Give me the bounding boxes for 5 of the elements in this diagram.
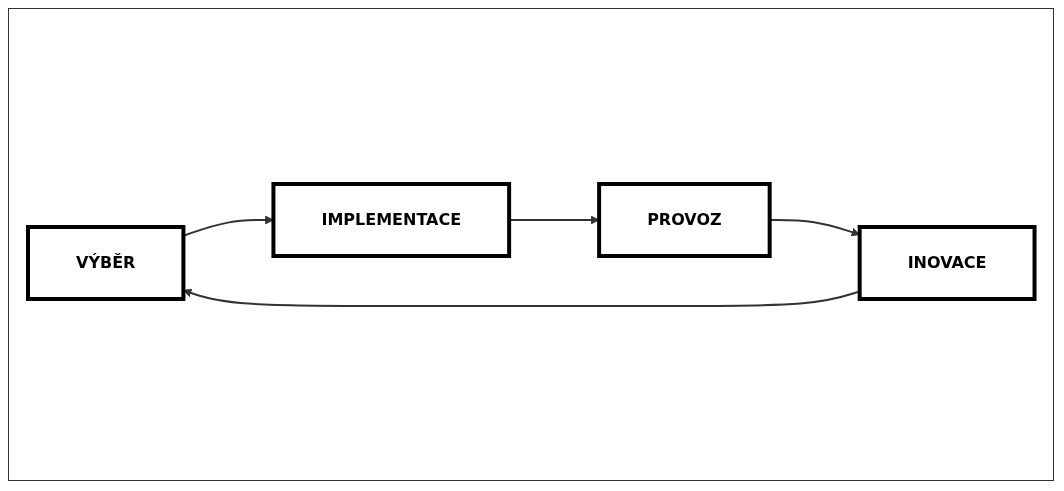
node-box <box>25 224 186 301</box>
diagram-frame: VÝBĚR IMPLEMENTACE PROVOZ INOVACE <box>8 8 1054 481</box>
node-box <box>596 181 772 258</box>
node-box <box>271 181 511 258</box>
node-box <box>857 224 1037 301</box>
